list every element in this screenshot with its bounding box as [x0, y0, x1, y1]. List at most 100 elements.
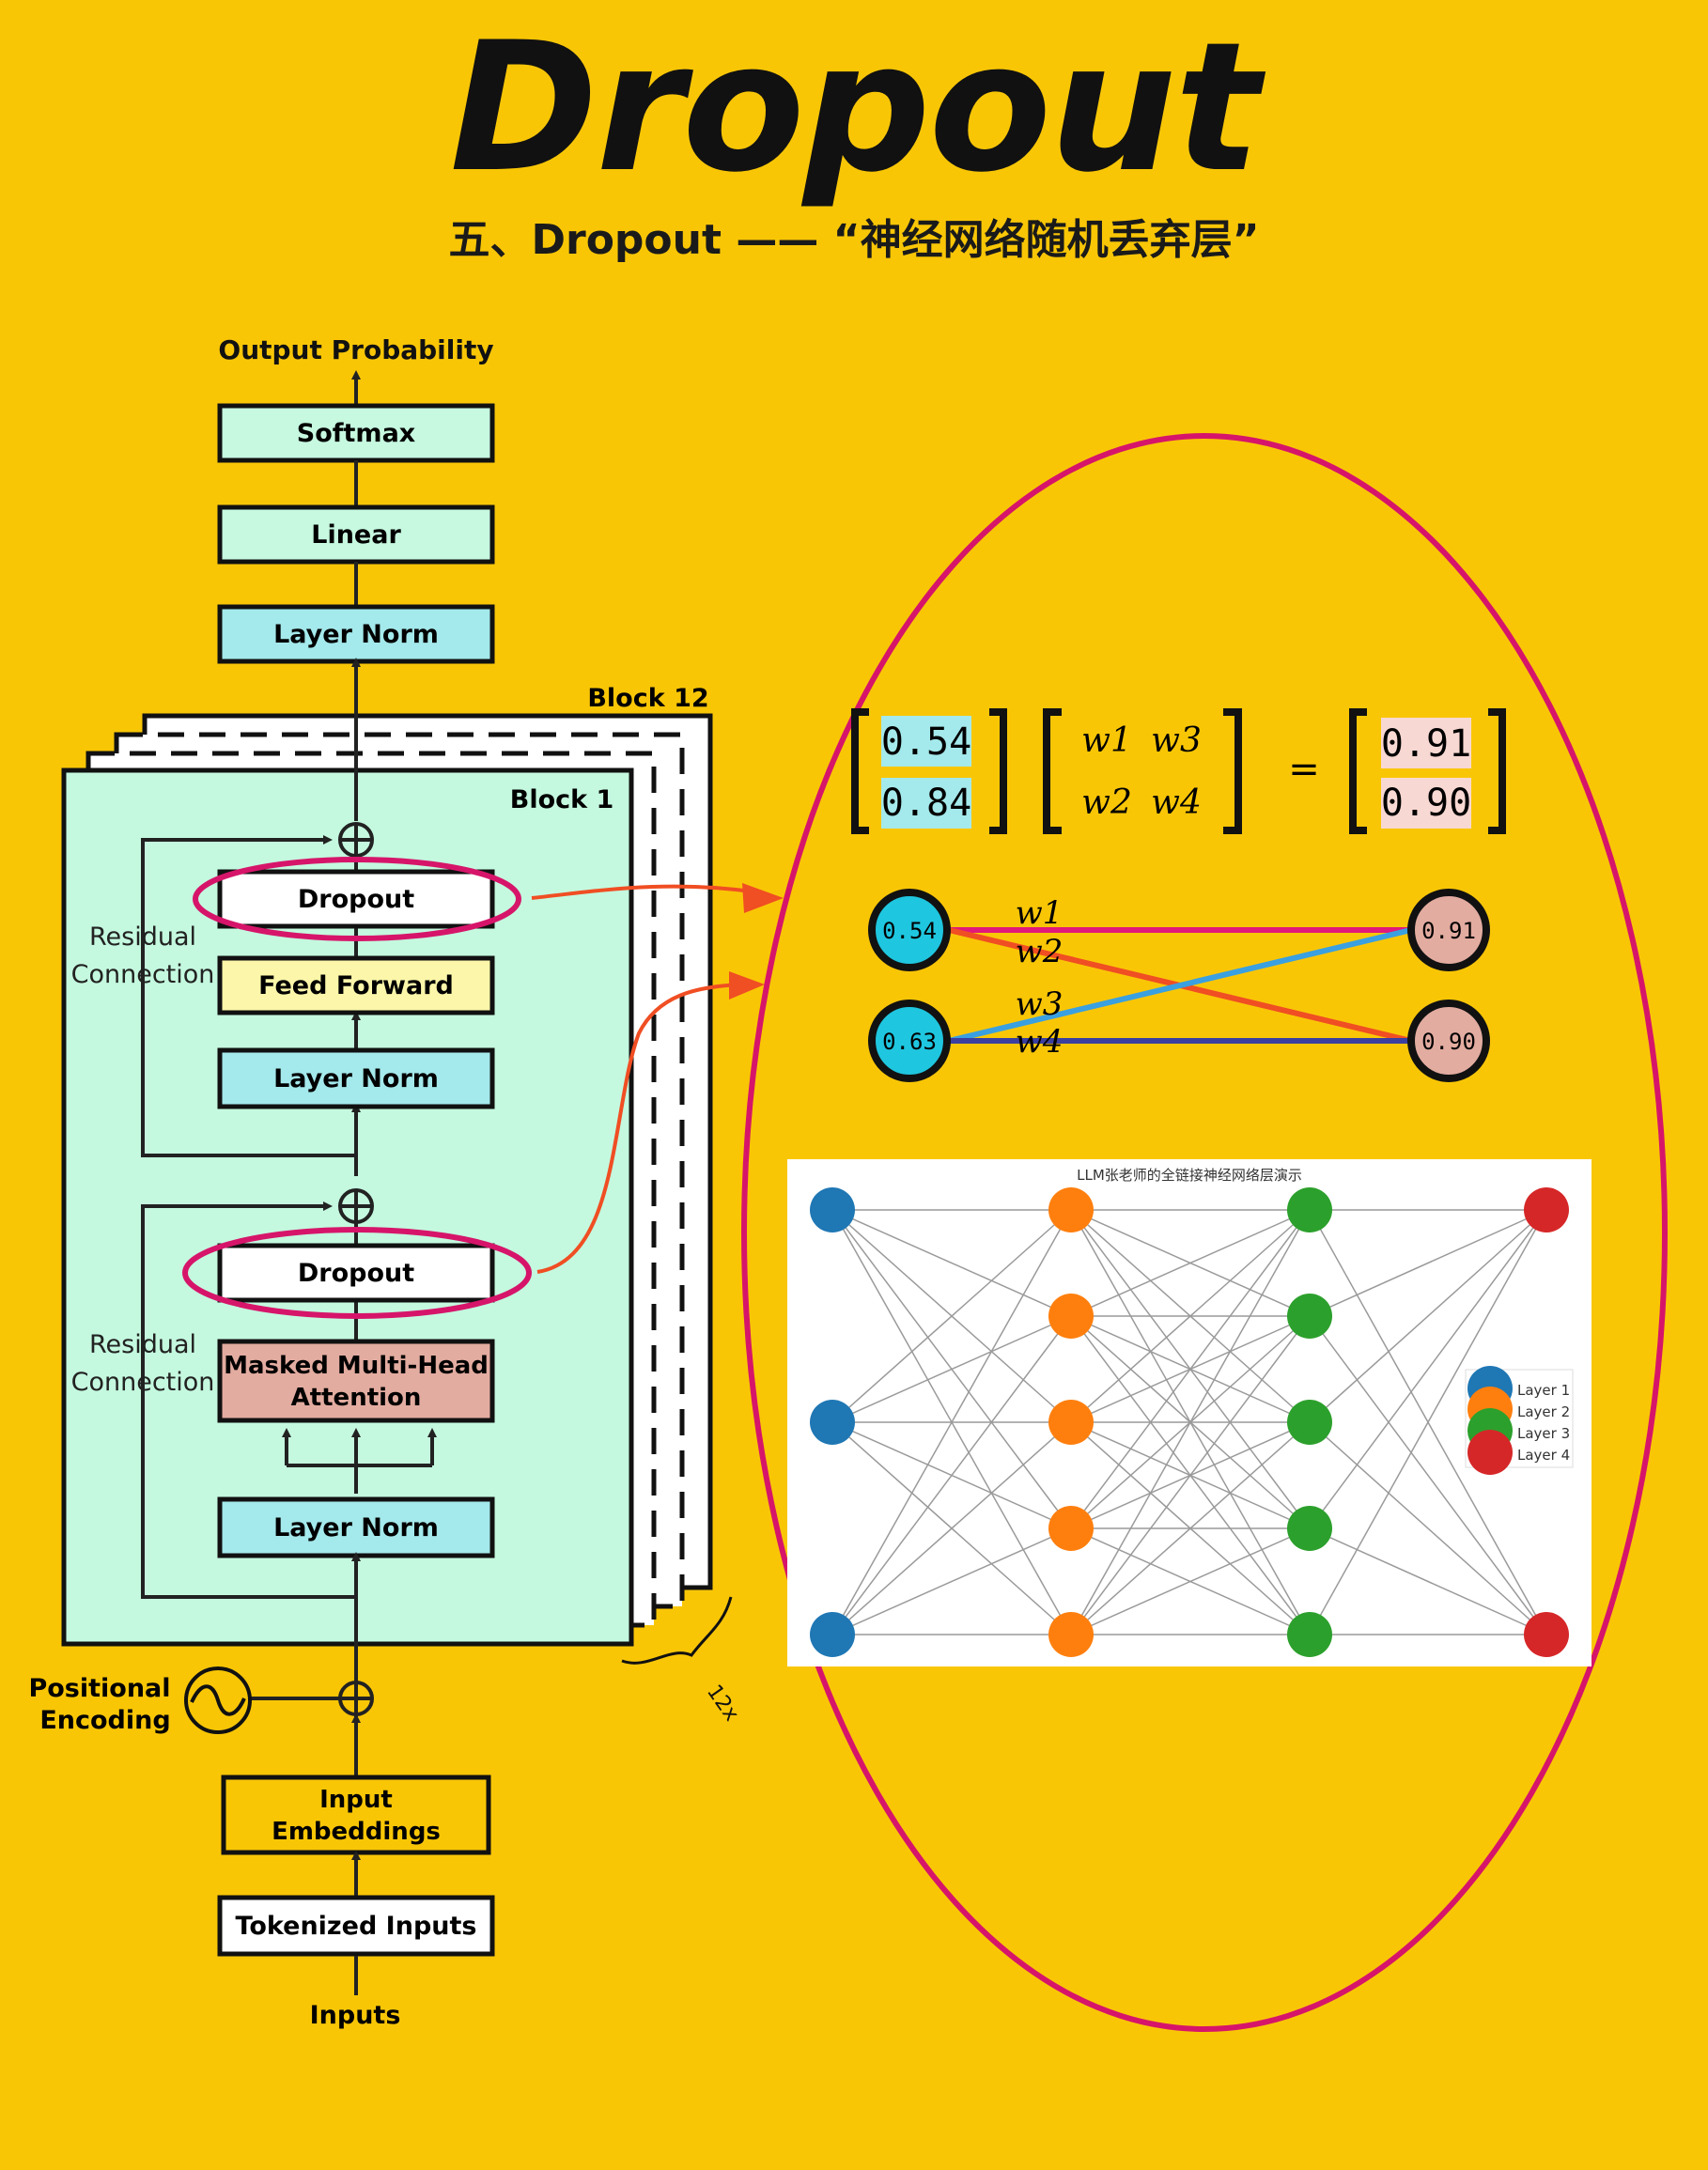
- nn-node-layer-3: [1287, 1506, 1332, 1551]
- legend-label-1: Layer 1: [1517, 1382, 1570, 1399]
- layer-norm-mid-label: Layer Norm: [273, 1064, 439, 1093]
- matrix-equation: 0.54 0.84 w1 w3 w2 w4 = 0.91 0.90: [851, 708, 1506, 834]
- nn-plot-title: LLM张老师的全链接神经网络层演示: [1077, 1167, 1302, 1184]
- legend-label-3: Layer 3: [1517, 1425, 1570, 1442]
- nn-node-layer-4: [1524, 1612, 1569, 1657]
- nn-edges: [831, 1209, 1547, 1635]
- dropout-bottom-box: [217, 1243, 495, 1303]
- bracket-input-right: [989, 708, 1007, 834]
- bracket-weights-right: [1223, 708, 1242, 834]
- add-circle-mid: [338, 1188, 374, 1224]
- residual-path-bottom: [141, 1201, 356, 1599]
- nn-node-layer-1: [810, 1400, 855, 1445]
- nn-node-layer-3: [1287, 1294, 1332, 1339]
- equals-sign: =: [1288, 748, 1320, 791]
- add-circle-top: [338, 822, 374, 858]
- nn-edge: [1309, 1421, 1547, 1635]
- nn-edge: [831, 1527, 1072, 1635]
- output-node-2: [1407, 1000, 1490, 1082]
- nn-edge: [831, 1209, 1072, 1423]
- nn-plot: LLM张老师的全链接神经网络层演示 Layer 1 Layer 2 Layer …: [787, 1159, 1592, 1666]
- final-layer-norm-label: Layer Norm: [273, 620, 439, 649]
- attention-label-1: Masked Multi-Head: [224, 1352, 489, 1380]
- nn-node-layer-1: [810, 1612, 855, 1657]
- nn-node-layer-2: [1048, 1612, 1094, 1657]
- nn-node-layer-4: [1524, 1187, 1569, 1232]
- dropout-bottom-highlight: [182, 1227, 532, 1319]
- nn-edge: [831, 1209, 1072, 1635]
- input-embeddings-label-2: Embeddings: [272, 1818, 441, 1846]
- attention-box: [217, 1339, 495, 1423]
- output-node-1: [1407, 889, 1490, 971]
- connector-top: [531, 884, 760, 900]
- input-value-1: 0.54: [881, 721, 971, 764]
- nn-edge: [1309, 1209, 1547, 1317]
- nn-edge: [1309, 1209, 1547, 1529]
- layer-norm-mid-box: [217, 1047, 495, 1109]
- connector-bottom: [536, 983, 743, 1274]
- nn-edge: [1070, 1315, 1311, 1635]
- nn-node-layer-2: [1048, 1506, 1094, 1551]
- layer-norm-bottom-label: Layer Norm: [273, 1513, 439, 1542]
- nn-edge: [1070, 1527, 1311, 1635]
- nn-edge: [1070, 1209, 1311, 1423]
- bracket-weights-left: [1043, 708, 1062, 834]
- input-node-1: [868, 889, 951, 971]
- residual-label-bottom-2: Connection: [71, 1368, 215, 1397]
- weight-w2: w2: [1081, 783, 1132, 822]
- legend-marker-4: [1467, 1430, 1513, 1475]
- input-embeddings-label-1: Input: [319, 1786, 393, 1814]
- layer-norm-bottom-box: [217, 1496, 495, 1558]
- nn-edge: [831, 1421, 1072, 1635]
- nn-edge: [1070, 1209, 1311, 1529]
- connector-arrows: [531, 883, 784, 1274]
- positional-label-1: Positional: [28, 1674, 170, 1703]
- nn-edge: [1309, 1315, 1547, 1635]
- edge-label-w4: w4: [1016, 1023, 1064, 1061]
- dropout-top-label: Dropout: [298, 885, 414, 914]
- add-circle-input: [338, 1681, 374, 1716]
- residual-label-top-1: Residual: [89, 922, 196, 952]
- feed-forward-box: [217, 955, 495, 1015]
- sine-wave-icon: [184, 1666, 252, 1734]
- nn-edge: [831, 1315, 1072, 1635]
- nn-edge: [831, 1209, 1072, 1317]
- weight-w1: w1: [1081, 721, 1132, 760]
- residual-path-top: [141, 835, 356, 1157]
- output-value-2: 0.90: [1381, 782, 1471, 825]
- edge-label-w2: w2: [1016, 933, 1064, 970]
- residual-label-top-2: Connection: [71, 960, 215, 989]
- output-value-1: 0.91: [1381, 722, 1471, 766]
- legend-label-2: Layer 2: [1517, 1403, 1570, 1420]
- nn-node-layer-3: [1287, 1612, 1332, 1657]
- weight-w4: w4: [1151, 783, 1202, 822]
- tokenized-inputs-label: Tokenized Inputs: [236, 1912, 477, 1941]
- softmax-label: Softmax: [297, 419, 415, 448]
- block-12-label: Block 12: [587, 684, 708, 713]
- nn-edge: [1070, 1209, 1311, 1635]
- dropout-top-highlight: [193, 857, 521, 941]
- mini-network: w1 w2 w3 w4 0.54 0.63 0.91 0.90: [868, 889, 1490, 1082]
- dropout-detail-ellipse: [741, 433, 1668, 2032]
- nn-edge: [1309, 1527, 1547, 1635]
- page-title: Dropout: [449, 4, 1261, 211]
- bracket-output-left: [1349, 708, 1367, 834]
- edge-label-w1: w1: [1016, 894, 1064, 932]
- nn-node-layer-2: [1048, 1400, 1094, 1445]
- attention-label-2: Attention: [291, 1384, 422, 1412]
- weight-w3: w3: [1151, 721, 1202, 760]
- output-probability-label: Output Probability: [218, 334, 493, 365]
- bracket-input-left: [851, 708, 869, 834]
- nn-node-layer-3: [1287, 1400, 1332, 1445]
- nn-node-layer-3: [1287, 1187, 1332, 1232]
- linear-label: Linear: [311, 520, 401, 550]
- nn-edge: [831, 1315, 1072, 1423]
- nn-legend: Layer 1 Layer 2 Layer 3 Layer 4: [1465, 1366, 1574, 1475]
- bracket-output-right: [1488, 708, 1506, 834]
- nn-node-layer-2: [1048, 1294, 1094, 1339]
- input-embeddings-box: [221, 1775, 491, 1855]
- nn-edge: [1309, 1209, 1547, 1635]
- residual-label-bottom-1: Residual: [89, 1330, 196, 1359]
- edge-label-w3: w3: [1016, 985, 1064, 1023]
- input-node-1-label: 0.54: [882, 918, 937, 944]
